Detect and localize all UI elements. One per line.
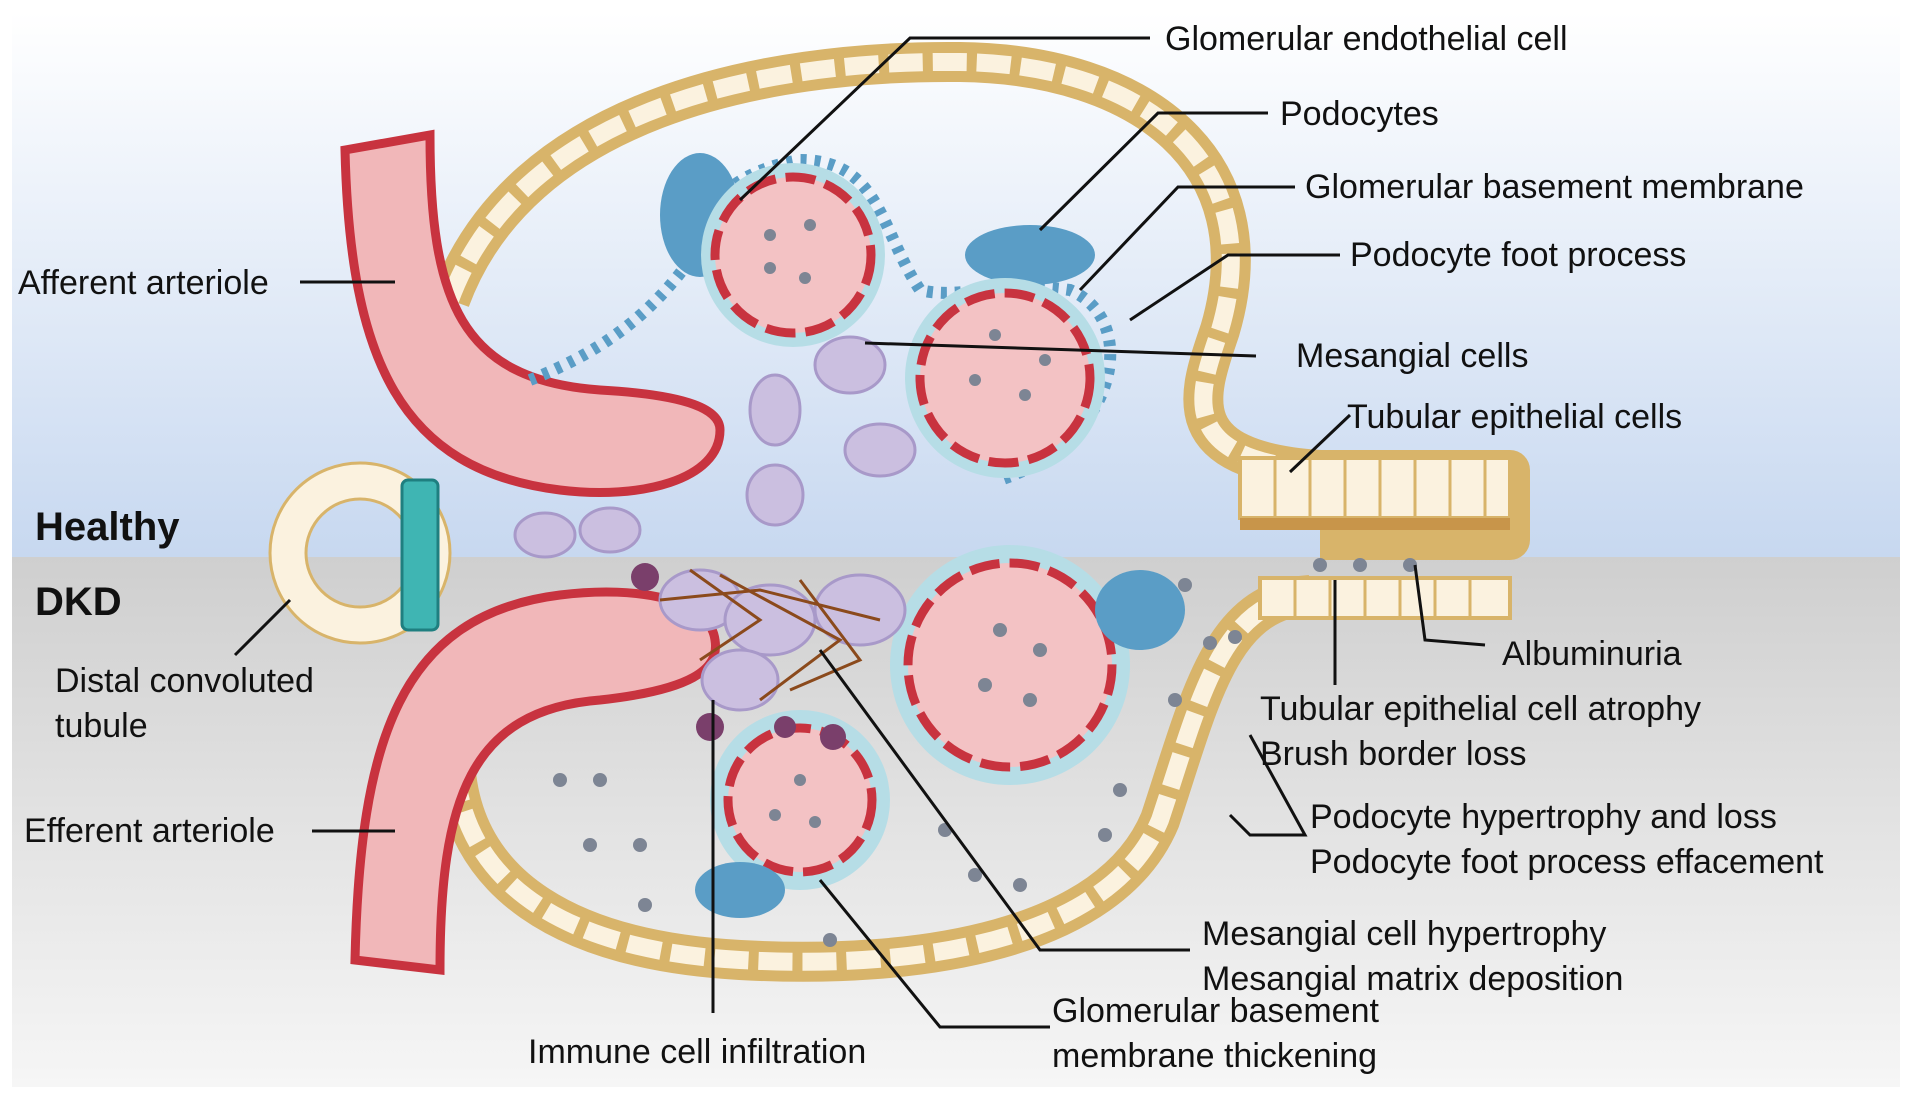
afferent-arteriole — [340, 129, 725, 497]
label-podocyte-hypertrophy-2: Podocyte foot process effacement — [1310, 843, 1824, 881]
label-podocyte-hypertrophy-1: Podocyte hypertrophy and loss — [1310, 798, 1777, 836]
leader-lines — [233, 36, 1486, 1029]
glomerular-capillary-dkd-2 — [710, 710, 890, 890]
label-gbm-thickening-2: membrane thickening — [1052, 1037, 1377, 1075]
tubule-healthy — [1238, 456, 1512, 530]
label-mesangial-hypertrophy-1: Mesangial cell hypertrophy — [1202, 915, 1606, 953]
label-immune-cell-infiltration: Immune cell infiltration — [528, 1033, 866, 1071]
mesangial-cells-healthy — [513, 335, 917, 559]
label-mesangial-cells: Mesangial cells — [1296, 337, 1528, 375]
label-distal-convoluted-tubule-1: Distal convoluted — [55, 662, 314, 700]
podocytes-dkd — [695, 570, 1185, 918]
mesangial-matrix-fibers — [659, 568, 881, 702]
immune-cells — [631, 563, 846, 750]
label-efferent-arteriole: Efferent arteriole — [24, 812, 275, 850]
glomerular-capillary-dkd-1 — [890, 545, 1130, 785]
label-podocyte-foot-process: Podocyte foot process — [1350, 236, 1686, 274]
mesangial-cells-dkd — [658, 568, 907, 712]
label-gbm-thickening-1: Glomerular basement — [1052, 992, 1379, 1030]
dkd-state-label: DKD — [35, 580, 122, 624]
label-glomerular-basement-membrane: Glomerular basement membrane — [1305, 168, 1804, 206]
tubule-dkd — [1258, 576, 1512, 620]
label-tubular-atrophy-1: Tubular epithelial cell atrophy — [1260, 690, 1701, 728]
distal-convoluted-tubule — [268, 461, 452, 645]
glomerular-capillary-healthy-2 — [905, 278, 1105, 478]
label-tubular-atrophy-2: Brush border loss — [1260, 735, 1526, 773]
bowmans-capsule — [431, 41, 1530, 982]
glomerular-capillary-healthy-1 — [701, 163, 885, 347]
annotation-labels: Glomerular endothelial cell Podocytes Gl… — [18, 20, 1824, 1075]
label-glomerular-endothelial-cell: Glomerular endothelial cell — [1165, 20, 1568, 58]
label-albuminuria: Albuminuria — [1502, 635, 1682, 673]
efferent-arteriole — [350, 587, 721, 976]
healthy-state-label: Healthy — [35, 505, 180, 549]
albumin-particles — [553, 558, 1417, 947]
label-podocytes: Podocytes — [1280, 95, 1439, 133]
label-mesangial-hypertrophy-2: Mesangial matrix deposition — [1202, 960, 1623, 998]
label-afferent-arteriole: Afferent arteriole — [18, 264, 269, 302]
label-tubular-epithelial-cells: Tubular epithelial cells — [1347, 398, 1682, 436]
label-distal-convoluted-tubule-2: tubule — [55, 707, 148, 745]
healthy-background — [12, 12, 1900, 557]
